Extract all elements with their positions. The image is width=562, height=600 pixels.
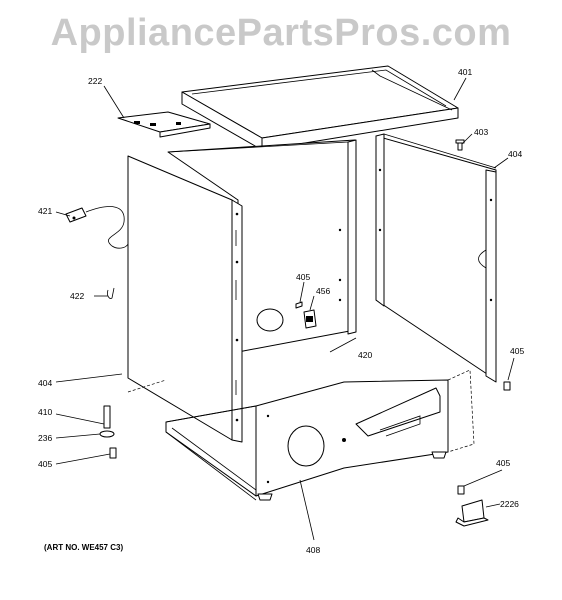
base-illustration <box>127 369 475 501</box>
part-label-236: 236 <box>38 433 52 443</box>
top-cover-illustration <box>181 65 459 151</box>
part-label-404-left: 404 <box>38 378 52 388</box>
watermark: AppliancePartsPros.com <box>50 12 512 54</box>
part-label-404-right: 404 <box>508 149 522 159</box>
part-label-410: 410 <box>38 407 52 417</box>
part-label-2226: 2226 <box>500 499 519 509</box>
hinge-bracket-illustration <box>117 111 211 138</box>
part-label-405-bottom-left: 405 <box>38 459 52 469</box>
part-label-401: 401 <box>458 67 472 77</box>
part-label-422: 422 <box>70 291 84 301</box>
right-side-panel-illustration <box>375 133 497 383</box>
bracket-2226-illustration <box>455 499 489 527</box>
part-label-408: 408 <box>306 545 320 555</box>
screw-illustrations <box>109 139 511 495</box>
part-label-405-right: 405 <box>510 346 524 356</box>
strain-relief-illustration <box>107 287 115 299</box>
terminal-block-illustration <box>295 301 317 329</box>
part-label-421: 421 <box>38 206 52 216</box>
part-label-456: 456 <box>316 286 330 296</box>
part-label-222: 222 <box>88 76 102 86</box>
left-side-panel-illustration <box>127 155 243 443</box>
part-label-420: 420 <box>358 350 372 360</box>
part-label-405-bottom-right: 405 <box>496 458 510 468</box>
art-number: (ART NO. WE457 C3) <box>44 543 124 552</box>
rear-panel-illustration <box>167 139 357 353</box>
leveling-leg-illustration <box>99 405 115 438</box>
leader-lines <box>55 77 515 541</box>
part-label-405-rear: 405 <box>296 272 310 282</box>
power-cord-illustration <box>65 206 129 249</box>
part-label-403: 403 <box>474 127 488 137</box>
